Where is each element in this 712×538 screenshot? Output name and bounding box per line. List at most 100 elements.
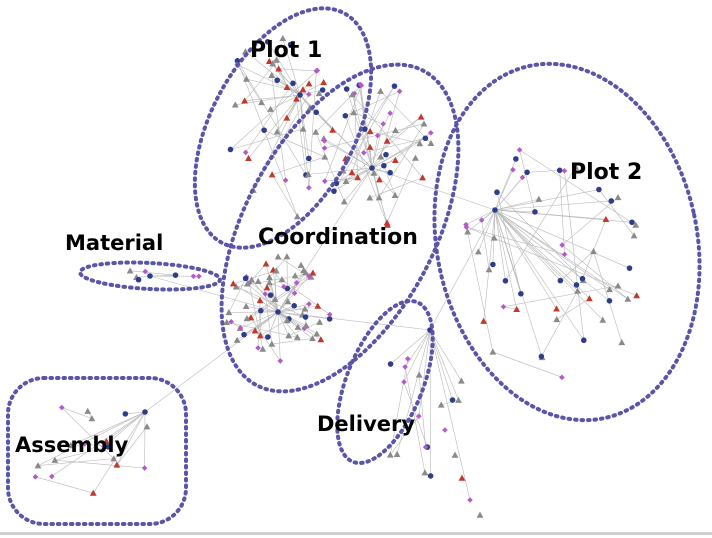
gray-triangle-node [632,221,640,228]
red-triangle-node [245,154,252,161]
pink-diamond-node [321,145,328,151]
pink-diamond-node [255,345,261,351]
network-bridge-edge [144,311,279,413]
pink-diamond-node [58,404,65,411]
pink-diamond-node [357,81,364,88]
gray-triangle-node [274,253,282,260]
blue-circle-node [449,397,456,403]
red-triangle-node [602,215,610,222]
network-edge [369,177,423,199]
gray-triangle-node [225,309,233,316]
network-edge [277,311,281,361]
gray-triangle-node [273,128,281,135]
red-triangle-node [480,317,488,324]
network-edge [35,476,94,494]
gray-triangle-node [267,105,274,112]
red-triangle-node [256,332,264,339]
pink-diamond-node [293,280,300,286]
network-edge [494,209,522,294]
red-triangle-node [229,280,237,287]
gray-triangle-node [348,91,356,98]
red-triangle-node [299,86,307,93]
pink-diamond-node [48,473,55,480]
network-edge [51,411,146,477]
network-edge [519,149,636,226]
blue-circle-node [381,162,387,169]
blue-circle-node [524,169,530,176]
cluster-label-material: Material [65,231,163,255]
pink-diamond-node [190,273,197,280]
gray-triangle-node [614,193,622,201]
red-triangle-node [417,113,425,120]
gray-triangle-node [391,191,399,199]
cluster-outline-material [78,260,222,292]
network-edge [245,83,294,153]
gray-triangle-node [248,276,256,283]
blue-circle-node [241,331,247,338]
network-edge [494,209,557,309]
gray-triangle-node [285,332,293,339]
gray-triangle-node [233,336,241,343]
gray-triangle-node [489,348,497,355]
blue-circle-node [302,314,309,320]
pink-diamond-node [374,132,381,139]
network-edge [282,38,301,96]
network-edge [228,276,247,313]
pink-diamond-node [321,138,328,144]
gray-triangle-node [268,71,276,78]
gray-triangle-node [258,98,265,106]
red-triangle-node [241,97,249,104]
network-edge [496,192,522,294]
gray-triangle-node [412,154,419,161]
network-edge [527,170,560,173]
network-edge [363,131,371,153]
pink-diamond-node [442,427,448,433]
gray-triangle-node [392,126,399,134]
gray-triangle-node [284,298,292,305]
network-edge [494,200,612,211]
gray-triangle-node [259,345,267,352]
network-edge [226,321,298,338]
network-edge [233,270,277,284]
network-edge [244,44,291,101]
cluster-label-plot2: Plot 2 [570,160,642,185]
pink-diamond-node [463,224,470,230]
network-edge [492,351,563,378]
network-edge [103,411,146,447]
blue-circle-node [492,207,498,213]
blue-circle-node [538,353,545,360]
node-layer [32,35,641,518]
blue-circle-node [606,298,613,304]
network-edge [243,311,279,335]
pink-diamond-node [500,303,507,310]
gray-triangle-node [242,75,250,82]
network-edge [274,270,277,300]
pink-diamond-node [467,497,473,503]
gray-triangle-node [370,169,378,176]
network-edge [239,311,279,329]
network-edge [576,284,590,299]
red-triangle-node [354,174,362,181]
network-edge [494,209,630,269]
blue-circle-node [287,41,294,48]
pink-diamond-node [519,174,526,181]
red-triangle-node [256,297,264,304]
blue-circle-node [258,307,264,314]
network-bridge-edge [429,329,471,501]
network-edge [390,415,420,456]
pink-diamond-node [428,130,434,136]
gray-triangle-node [266,273,273,281]
gray-triangle-node [223,318,231,325]
blue-circle-node [626,265,633,271]
network-edge [270,294,279,313]
red-triangle-node [251,327,259,334]
pink-diamond-node [237,325,244,331]
network-edge [61,407,114,459]
gray-triangle-node [490,234,498,241]
gray-triangle-node [51,456,59,463]
gray-triangle-node [88,415,96,422]
red-triangle-node [268,171,276,178]
pink-diamond-node [559,374,565,381]
network-edge [272,156,325,175]
